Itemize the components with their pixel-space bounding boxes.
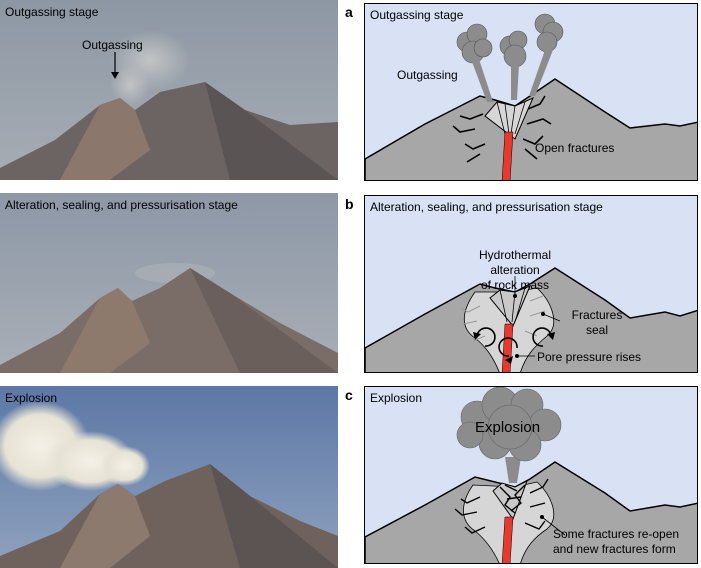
photo-annotation: Outgassing bbox=[82, 38, 143, 52]
diagram-title: Outgassing stage bbox=[370, 8, 464, 22]
reopen-label: Some fractures re-open and new fractures… bbox=[553, 527, 680, 556]
photo-title: Outgassing stage bbox=[5, 5, 99, 19]
photo-alteration: Alteration, sealing, and pressurisation … bbox=[0, 193, 338, 373]
photo-title: Alteration, sealing, and pressurisation … bbox=[5, 198, 238, 212]
annotation-arrow bbox=[111, 52, 119, 79]
alteration-label: Hydrothermal alteration of rock mass bbox=[478, 248, 552, 292]
diagram-drawing bbox=[365, 267, 697, 372]
diagram-panel-c: Explosion Explosion Some fractures re-op… bbox=[364, 386, 698, 564]
explosion-cloud-label: Explosion bbox=[475, 419, 541, 436]
pore-pressure-label: Pore pressure rises bbox=[537, 350, 642, 364]
fractures-label: Open fractures bbox=[535, 141, 615, 155]
diagram-panel-b: Alteration, sealing, and pressurisation … bbox=[364, 195, 698, 373]
photo-explosion: Explosion bbox=[0, 386, 338, 568]
photo-outgassing: Outgassing stage Outgassing bbox=[0, 0, 338, 180]
outgassing-label: Outgassing bbox=[397, 68, 458, 82]
diagram-panel-a: Outgassing stage Outgassing Open fractur… bbox=[364, 3, 698, 181]
panel-letter: b bbox=[345, 196, 354, 212]
panel-letter: c bbox=[345, 387, 353, 403]
diagram-drawing bbox=[365, 13, 697, 180]
panel-letter: a bbox=[345, 4, 353, 20]
seal-label: Fractures seal bbox=[571, 308, 623, 337]
diagram-title: Alteration, sealing, and pressurisation … bbox=[370, 200, 603, 214]
diagram-drawing bbox=[365, 387, 697, 563]
diagram-title: Explosion bbox=[370, 391, 423, 405]
photo-title: Explosion bbox=[5, 391, 58, 405]
